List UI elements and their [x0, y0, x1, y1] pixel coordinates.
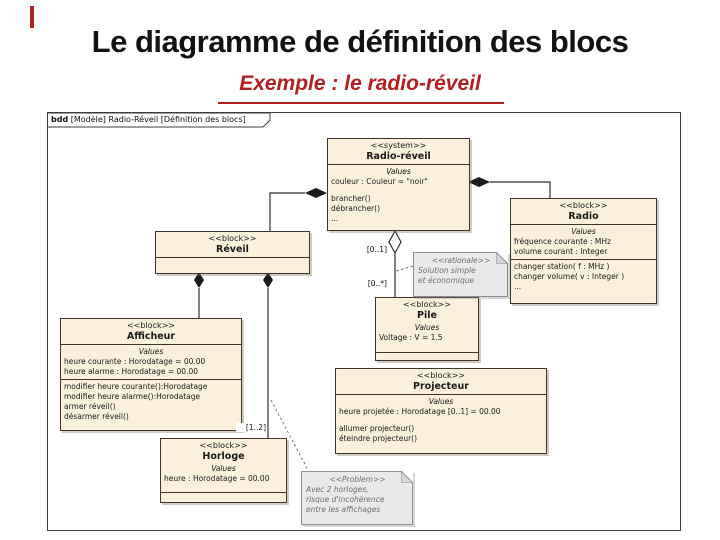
- note-problem: <<Problem>> Avec 2 horloges, risque d'in…: [301, 471, 413, 525]
- operation-line: changer station( f : MHz ): [514, 262, 610, 271]
- block-radio-reveil: <<system>> Radio-réveil Values couleur :…: [327, 138, 470, 231]
- note-fold-icon: [401, 471, 413, 483]
- operation-line: changer volume( v : Integer ): [514, 272, 625, 281]
- block-stereotype: <<block>>: [199, 441, 248, 450]
- block-stereotype: <<system>>: [370, 141, 427, 150]
- value-line: fréquence courante : MHz: [514, 237, 611, 246]
- page-subtitle: Exemple : le radio-réveil: [239, 72, 481, 95]
- note-line: Solution simple: [418, 266, 476, 275]
- value-line: heure projetée : Horodatage [0..1] = 00.…: [339, 407, 501, 416]
- operation-line: modifier heure courante():Horodatage: [64, 382, 208, 391]
- note-stereotype: <<Problem>>: [329, 475, 386, 484]
- values-label: Values: [571, 227, 596, 236]
- slide-accent-mark: [30, 6, 34, 28]
- operation-line: brancher(): [331, 194, 371, 203]
- operation-line: armer réveil(): [64, 402, 116, 411]
- frame-label-text: [Modèle] Radio-Réveil [Définition des bl…: [68, 115, 246, 124]
- operation-line: ...: [331, 214, 339, 223]
- note-line: risque d'incohérence: [306, 495, 385, 504]
- block-stereotype: <<block>>: [126, 321, 176, 330]
- operation-line: éteindre projecteur(): [339, 434, 418, 443]
- block-afficheur: <<block>> Afficheur Values heure courant…: [60, 318, 242, 431]
- value-line: volume courant : Integer: [514, 247, 608, 256]
- value-line: heure alarme : Horodatage = 00.00: [64, 367, 199, 376]
- block-name: Pile: [417, 310, 437, 321]
- empty-compartment: [161, 492, 286, 502]
- block-name: Radio: [568, 211, 599, 222]
- block-name: Réveil: [216, 244, 249, 255]
- value-line: couleur : Couleur = "noir": [331, 177, 428, 186]
- note-stereotype: <<rationale>>: [431, 256, 491, 265]
- block-stereotype: <<block>>: [559, 201, 608, 210]
- block-name: Afficheur: [126, 331, 176, 342]
- operation-line: modifier heure alarme():Horodatage: [64, 392, 201, 401]
- note-fold-icon: [496, 252, 508, 264]
- operation-line: ...: [514, 282, 522, 291]
- values-label: Values: [428, 397, 454, 406]
- block-stereotype: <<block>>: [208, 234, 257, 243]
- operation-line: allumer projecteur(): [339, 424, 415, 433]
- subtitle-underline: [218, 102, 504, 104]
- operation-line: débrancher(): [331, 204, 380, 213]
- block-radio: <<block>> Radio Values fréquence courant…: [510, 198, 657, 304]
- block-pile: <<block>> Pile Values Voltage : V = 1.5: [375, 297, 479, 361]
- value-line: heure : Horodatage = 00.00: [164, 474, 270, 483]
- note-line: entre les affichages: [306, 505, 381, 514]
- empty-compartment: [376, 352, 478, 360]
- values-label: Values: [386, 167, 411, 176]
- block-horloge: <<block>> Horloge Values heure : Horodat…: [160, 438, 287, 503]
- value-line: heure courante : Horodatage = 00.00: [64, 357, 206, 366]
- page-title: Le diagramme de définition des blocs: [91, 24, 629, 59]
- note-line: et économique: [418, 276, 475, 285]
- note-rationale: <<rationale>> Solution simple et économi…: [413, 252, 508, 297]
- values-label: Values: [414, 323, 440, 332]
- block-name: Horloge: [202, 451, 245, 462]
- block-projecteur: <<block>> Projecteur Values heure projet…: [335, 368, 547, 454]
- block-name: Radio-réveil: [366, 151, 431, 162]
- note-line: Avec 2 horloges,: [306, 485, 369, 494]
- multiplicity-label: [0..*]: [357, 279, 387, 288]
- values-label: Values: [138, 347, 164, 356]
- block-name: Projecteur: [413, 381, 469, 392]
- multiplicity-label: [0..1]: [357, 245, 387, 254]
- block-reveil: <<block>> Réveil: [155, 231, 310, 274]
- block-stereotype: <<block>>: [402, 300, 452, 309]
- operation-line: désarmer réveil(): [64, 412, 129, 421]
- value-line: Voltage : V = 1.5: [379, 333, 443, 342]
- frame-label: bdd [Modèle] Radio-Réveil [Définition de…: [51, 114, 266, 126]
- values-label: Values: [211, 464, 236, 473]
- multiplicity-label: [1..2]: [236, 423, 266, 432]
- frame-label-keyword: bdd: [51, 115, 69, 124]
- block-stereotype: <<block>>: [416, 371, 466, 380]
